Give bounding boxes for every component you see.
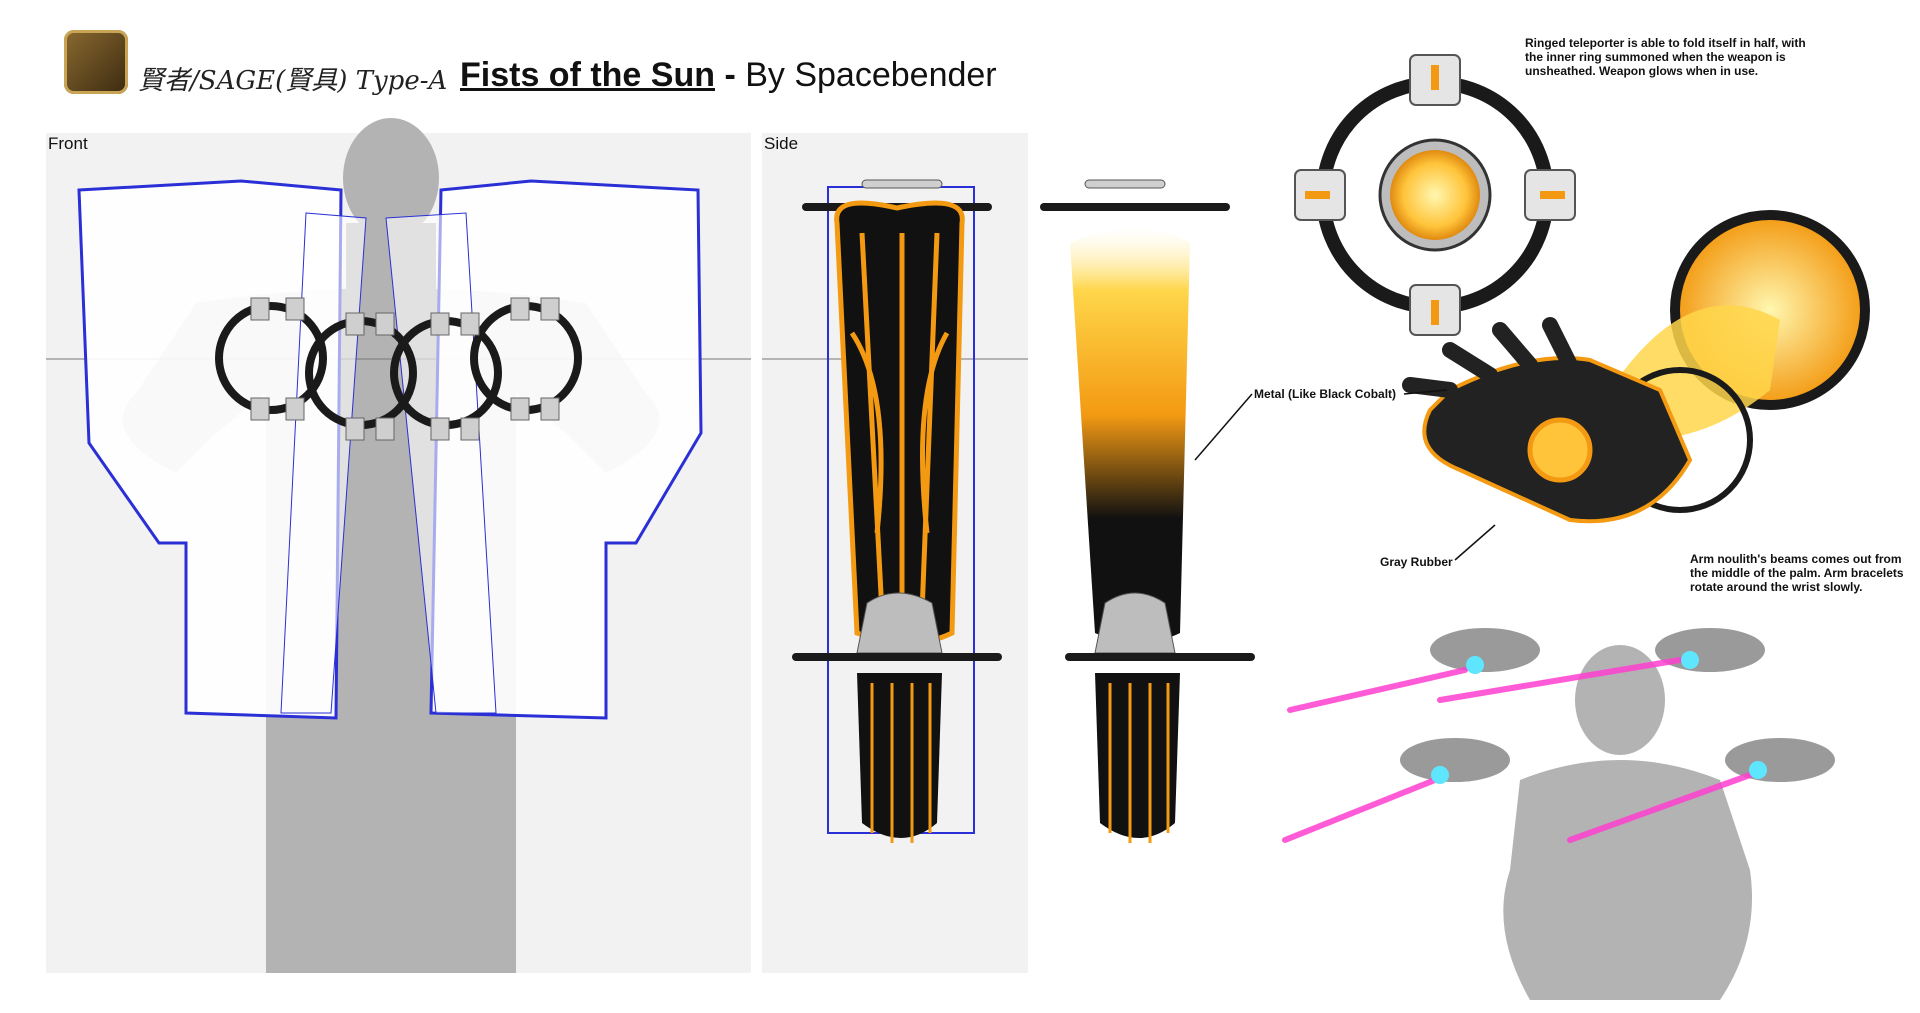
beams-note: Arm noulith's beams comes out from the m… bbox=[1690, 552, 1904, 594]
side-forearm-lines bbox=[849, 232, 950, 614]
title-main: Fists of the Sun bbox=[460, 56, 715, 94]
front-label: Front bbox=[48, 134, 88, 153]
side-hand bbox=[857, 673, 942, 838]
side-wrist-band bbox=[792, 653, 1002, 661]
side-top-ring bbox=[861, 179, 943, 189]
glow-fingers bbox=[1108, 683, 1170, 843]
glow-top-ring bbox=[1084, 179, 1166, 189]
side-arm-drawing bbox=[762, 179, 1028, 843]
beam-palm-glows bbox=[1431, 651, 1767, 784]
gauntlet-detail-drawing bbox=[1402, 210, 1870, 524]
sage-job-emblem-icon bbox=[64, 30, 128, 94]
teleporter-note: Ringed teleporter is able to fold itself… bbox=[1525, 36, 1806, 78]
side-fingers bbox=[870, 683, 932, 843]
beam-rays bbox=[1282, 657, 1753, 843]
glow-forearm bbox=[1070, 228, 1190, 643]
glow-hand bbox=[1095, 673, 1180, 838]
glow-wrist-guard bbox=[1094, 592, 1176, 654]
metal-callout-line bbox=[1194, 393, 1253, 461]
gauntlet-fingers bbox=[1402, 317, 1578, 398]
metal-callout: Metal (Like Black Cobalt) bbox=[1254, 387, 1397, 401]
beam-illustration bbox=[1282, 628, 1835, 1000]
side-label: Side bbox=[764, 134, 799, 153]
teleporter-clamp-accents bbox=[1305, 65, 1565, 325]
ring-teleporter-drawing bbox=[1294, 54, 1576, 336]
page-title: Fists of the Sun - By Spacebender bbox=[460, 56, 997, 95]
rubber-callout-line bbox=[1454, 524, 1496, 561]
title-separator: - bbox=[715, 56, 746, 94]
rubber-callout: Gray Rubber bbox=[1380, 555, 1453, 569]
front-ring-clamps bbox=[250, 297, 560, 441]
teleporter-core bbox=[1390, 150, 1480, 240]
front-outline bbox=[77, 179, 703, 720]
glow-upper-band bbox=[1040, 203, 1230, 211]
title-author: By Spacebender bbox=[745, 56, 997, 94]
metal-callout-line-right bbox=[1403, 389, 1448, 395]
glow-wrist-band bbox=[1065, 653, 1255, 661]
job-label: 賢者/SAGE(賢具) Type-A bbox=[138, 66, 448, 96]
glowing-arm-drawing bbox=[1040, 179, 1255, 843]
side-wrist-guard bbox=[856, 592, 943, 654]
front-view-drawing bbox=[46, 118, 751, 973]
beam-figure-silhouette bbox=[1503, 645, 1752, 1000]
gauntlet-palm-core bbox=[1527, 417, 1593, 483]
